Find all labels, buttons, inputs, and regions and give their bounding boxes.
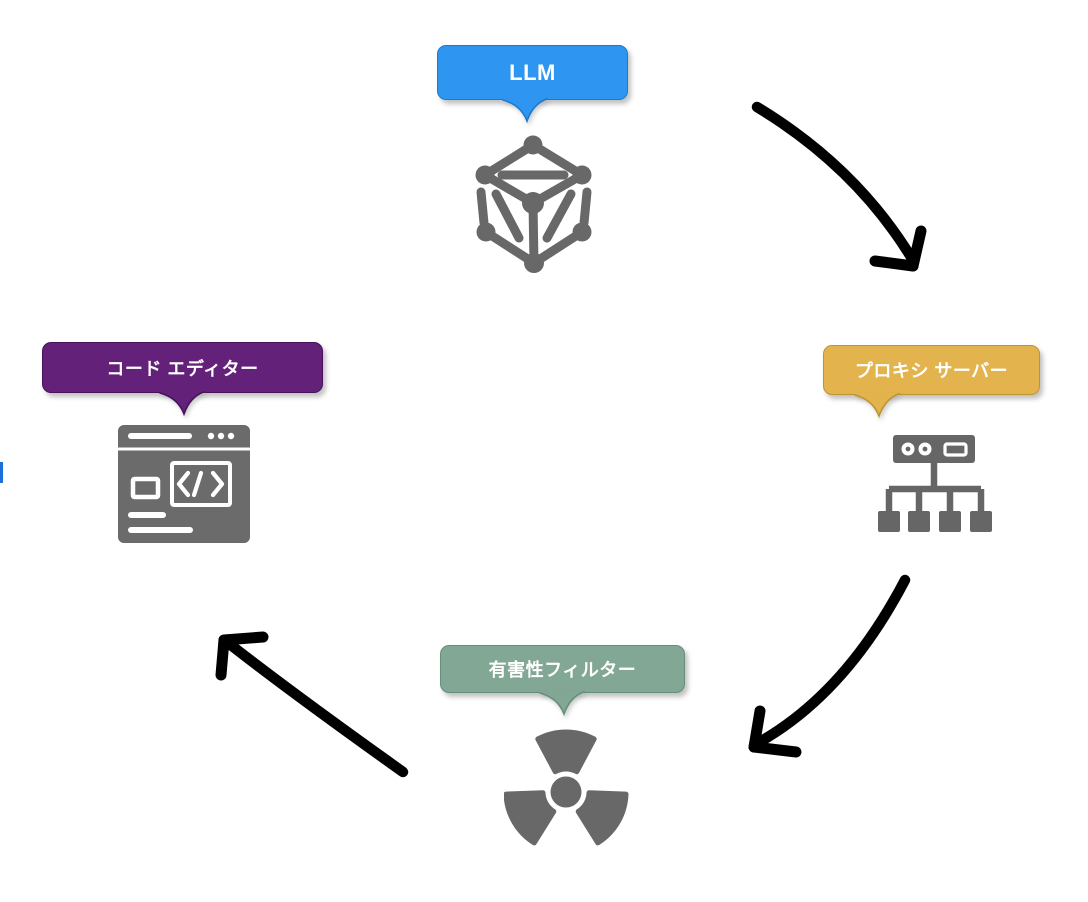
arrow-proxy-to-toxicity (748, 574, 911, 758)
callout-toxicity-filter-label: 有害性フィルター (488, 660, 637, 680)
callout-proxy-server-tail (854, 393, 900, 419)
callout-proxy-server-label: プロキシ サーバー (854, 361, 1009, 381)
callout-llm-tail (502, 98, 548, 124)
callout-toxicity-filter-bubble: 有害性フィルター (440, 645, 685, 693)
radiation-icon (504, 729, 629, 846)
callout-proxy-server: プロキシ サーバー (823, 345, 1040, 419)
callout-toxicity-filter-tail (539, 691, 585, 717)
server-icon (878, 435, 992, 532)
arrow-llm-to-proxy (751, 101, 927, 272)
callout-code-editor-tail (159, 391, 205, 417)
callout-llm-label: LLM (509, 59, 556, 85)
callout-code-editor: コード エディター (42, 342, 323, 417)
callout-llm: LLM (437, 45, 628, 124)
code-editor-icon (118, 425, 250, 543)
cursor-artifact (0, 462, 3, 483)
arrow-toxicity-to-editor (215, 631, 409, 778)
callout-proxy-server-bubble: プロキシ サーバー (823, 345, 1040, 395)
callout-toxicity-filter: 有害性フィルター (440, 645, 685, 717)
callout-llm-bubble: LLM (437, 45, 628, 100)
callout-code-editor-bubble: コード エディター (42, 342, 323, 393)
callout-code-editor-label: コード エディター (106, 358, 259, 379)
network-icon (475, 135, 592, 273)
